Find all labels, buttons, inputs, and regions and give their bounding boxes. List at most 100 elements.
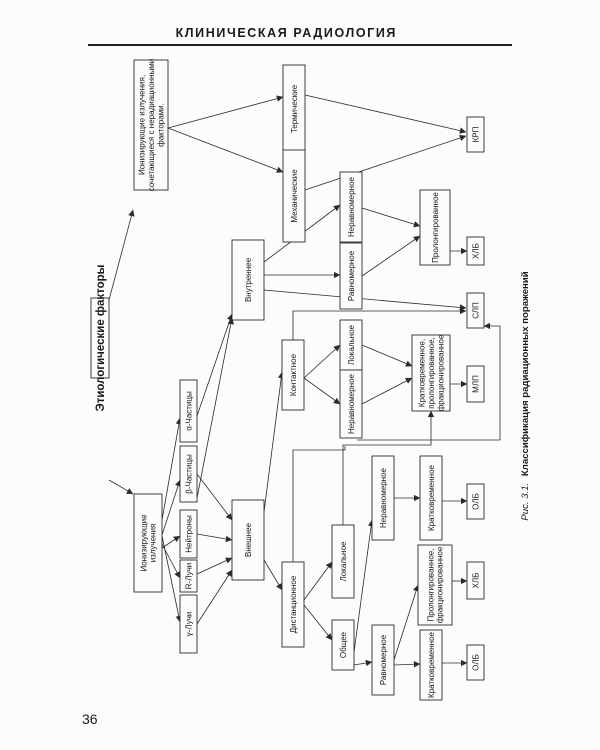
node-box xyxy=(179,379,198,443)
node-label-line: ОЛБ xyxy=(472,493,481,510)
diagram-edge xyxy=(196,473,233,521)
node-box xyxy=(419,189,451,266)
diagram-edge xyxy=(167,127,284,173)
node-label-line: Механические xyxy=(290,169,299,223)
node-mlp: МЛП xyxy=(466,365,485,403)
node-box xyxy=(281,339,305,411)
diagram-edges xyxy=(108,94,501,668)
node-internal: Внутреннее xyxy=(231,239,265,321)
node-label-line: ХЛБ xyxy=(472,243,481,259)
node-label: Неравномерное xyxy=(379,467,388,528)
node-contact: Контактное xyxy=(281,339,305,411)
diagram-edge xyxy=(361,235,421,277)
node-label-line: Ионизирующие излучения, xyxy=(138,75,147,175)
node-label-line: ОЛБ xyxy=(472,654,481,671)
diagram-edge xyxy=(353,519,375,653)
node-box xyxy=(133,59,169,191)
node-label: Равномерное xyxy=(347,250,356,301)
node-label: МЛП xyxy=(472,375,481,393)
node-label-line: КРП xyxy=(472,126,481,142)
node-box xyxy=(331,524,355,599)
running-head-title: КЛИНИЧЕСКАЯ РАДИОЛОГИЯ xyxy=(175,26,397,40)
node-label: ОЛБ xyxy=(472,493,481,510)
node-label-line: Контактное xyxy=(289,353,298,396)
diagram-edge xyxy=(292,307,467,340)
node-box xyxy=(466,644,485,681)
node-box xyxy=(179,509,198,559)
page-number: 36 xyxy=(82,711,98,727)
node-label: Механические xyxy=(290,169,299,223)
node-label: Нейтроны xyxy=(185,515,194,553)
node-olb-even: ОЛБ xyxy=(466,644,485,681)
node-label-line: Неравномерное xyxy=(347,176,356,237)
diagram-edge xyxy=(161,543,181,579)
node-prolonged-internal: Пролонгированное xyxy=(419,189,451,266)
diagram-edge xyxy=(196,533,233,543)
node-label: Внешнее xyxy=(244,522,253,556)
node-ionizing: Ионизирующиеизлучения xyxy=(133,493,163,593)
node-label: Общее xyxy=(339,631,348,658)
diagram-edge xyxy=(161,535,181,549)
node-label-line: Кратковременное, xyxy=(418,339,427,407)
node-label: Кратковременное,пролонгированное,фракцио… xyxy=(418,334,446,411)
node-alpha: α-Частицы xyxy=(179,379,198,443)
node-label: α-Частицы xyxy=(185,391,194,431)
node-label: Этиологические факторы xyxy=(95,264,107,411)
node-label-line: α-Частицы xyxy=(185,391,194,431)
node-box xyxy=(231,239,265,321)
node-external: Внешнее xyxy=(231,499,265,581)
node-label: Неравномерное xyxy=(347,176,356,237)
node-box xyxy=(466,483,485,520)
node-label-line: фракционированное xyxy=(436,546,445,623)
node-local-contact: Локальное xyxy=(339,319,363,371)
node-box xyxy=(466,561,485,600)
diagram-edge xyxy=(303,604,333,641)
node-label-line: Неравномерное xyxy=(347,373,356,434)
node-short-even: Кратковременное xyxy=(419,629,443,701)
node-box xyxy=(417,544,453,626)
node-label-line: Пролонгированное, xyxy=(426,549,435,622)
node-gamma: γ-Лучи xyxy=(179,594,198,654)
node-label: Неравномерное xyxy=(347,373,356,434)
node-box xyxy=(371,624,395,696)
node-uneven-internal: Неравномерное xyxy=(339,171,363,243)
node-short-uneven: Кратковременное xyxy=(419,455,443,541)
node-label: Контактное xyxy=(289,353,298,396)
diagram-edge xyxy=(292,446,346,562)
diagram-edge xyxy=(357,322,501,441)
node-label-line: Этиологические факторы xyxy=(95,264,107,411)
node-label-line: сочетающиеся с нерадиационными xyxy=(147,59,156,191)
node-label: ОЛБ xyxy=(472,654,481,671)
node-box xyxy=(133,493,163,593)
node-slp: СЛП xyxy=(466,292,485,329)
node-label-line: Равномерное xyxy=(379,634,388,685)
node-label: Ионизирующиеизлучения xyxy=(139,514,157,572)
node-label: Кратковременное xyxy=(427,464,436,530)
node-beta: β-Частицы xyxy=(179,445,198,503)
running-head: КЛИНИЧЕСКАЯ РАДИОЛОГИЯ xyxy=(0,26,600,46)
diagram-edge xyxy=(361,344,413,367)
node-label-line: фракционированное xyxy=(436,334,445,411)
node-hlb-internal: ХЛБ xyxy=(466,236,485,266)
node-box xyxy=(411,334,451,412)
diagram-edge xyxy=(304,134,467,191)
node-box xyxy=(466,116,485,153)
figure-caption-number: Рис. 3.1. xyxy=(520,483,531,521)
diagram-edge xyxy=(303,377,341,405)
node-box xyxy=(339,242,363,310)
node-box xyxy=(282,149,306,243)
node-label: Пролонгированное,фракционированное xyxy=(426,546,444,623)
running-head-rule xyxy=(88,44,512,46)
node-box xyxy=(466,236,485,266)
node-uneven-distant: Неравномерное xyxy=(371,455,395,541)
node-prolfrac-even: Пролонгированное,фракционированное xyxy=(417,544,453,626)
diagram-edge xyxy=(161,479,182,536)
node-label-line: R-Лучи xyxy=(185,563,194,589)
node-label-line: Кратковременное xyxy=(427,464,436,530)
node-even-internal: Равномерное xyxy=(339,242,363,310)
node-label: Локальное xyxy=(347,324,356,365)
node-label-line: МЛП xyxy=(472,375,481,393)
diagram-edge xyxy=(196,317,235,499)
node-box xyxy=(371,455,395,541)
